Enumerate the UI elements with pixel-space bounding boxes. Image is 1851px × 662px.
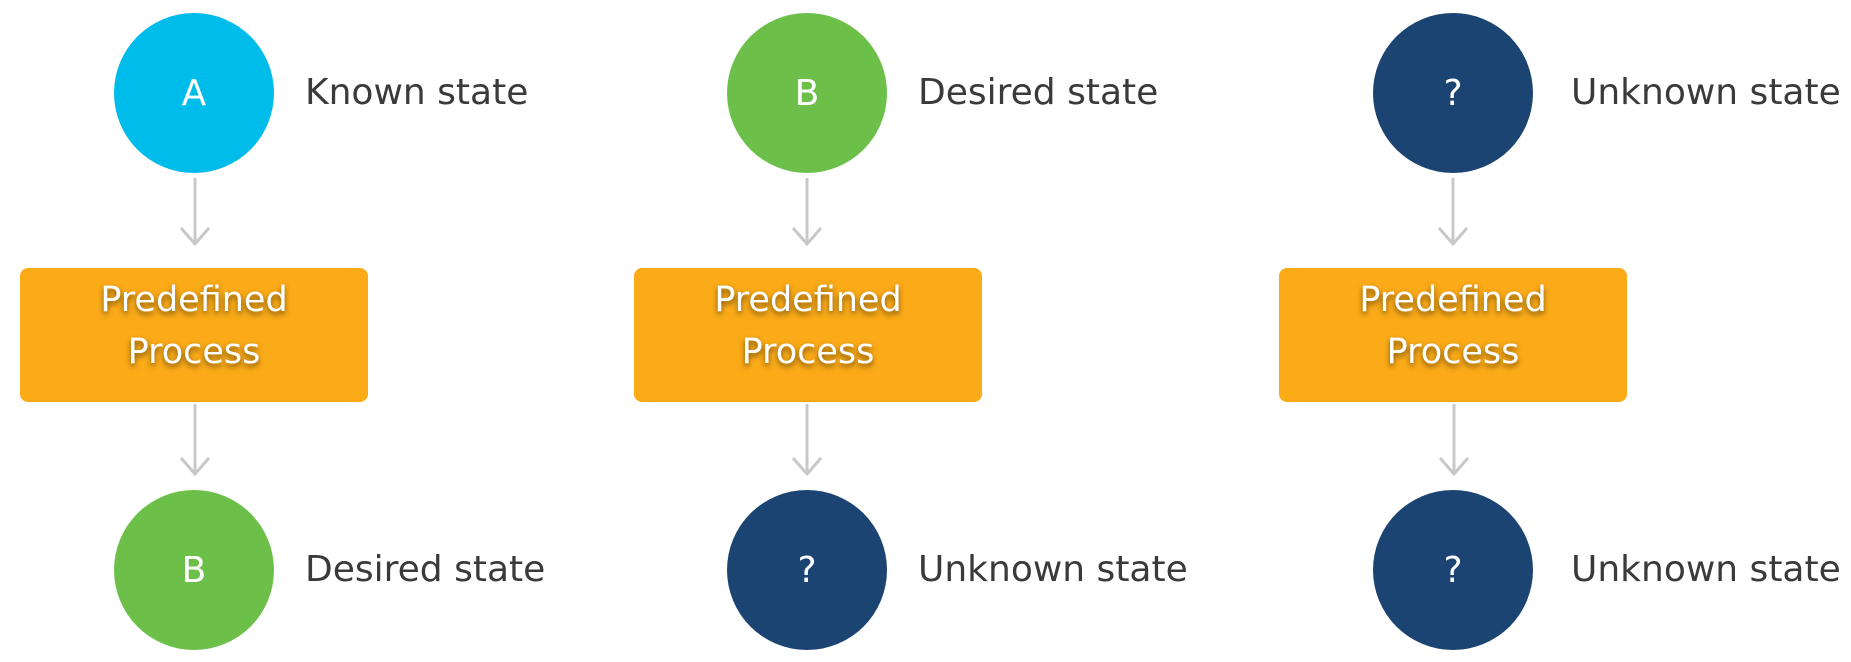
flow-3-top-state-symbol: ? [1443,72,1463,114]
flow-3-bottom-state-label: Unknown state [1571,549,1841,590]
flow-1-top-state-node: A [114,13,274,173]
flow-1-bottom-state-label: Desired state [305,549,546,590]
flow-2-top-state-symbol: B [794,72,820,114]
flow-1-top-state-symbol: A [181,72,207,114]
flow-2-bottom-state-symbol: ? [797,549,817,591]
flow-3-arrow-bottom [1438,404,1470,477]
flow-2-bottom-state-node: ? [727,490,887,650]
flow-3-process-box: Predefined Process [1279,268,1627,402]
flow-1-process-line1: Predefined [100,280,288,320]
flow-1-top-state-label: Known state [305,72,529,113]
flow-3-bottom-state-symbol: ? [1443,549,1463,591]
flow-3-bottom-state-node: ? [1373,490,1533,650]
flow-2-arrow-top [791,178,823,247]
flow-1-process-box: Predefined Process [20,268,368,402]
flow-1-arrow-top [179,178,211,247]
flow-2-top-state-label: Desired state [918,72,1159,113]
flow-3-top-state-node: ? [1373,13,1533,173]
flow-2-process-line1: Predefined [714,280,902,320]
flow-3-arrow-top [1437,178,1469,247]
flow-2-bottom-state-label: Unknown state [918,549,1188,590]
flow-1-process-line2: Process [127,332,261,372]
flow-1-bottom-state-node: B [114,490,274,650]
flow-1-bottom-state-symbol: B [181,549,207,591]
flow-2-arrow-bottom [791,404,823,477]
flow-3-process-line1: Predefined [1359,280,1547,320]
flow-3-process-line2: Process [1386,332,1520,372]
flow-2-process-box: Predefined Process [634,268,982,402]
flow-1-arrow-bottom [179,404,211,477]
flow-2-top-state-node: B [727,13,887,173]
flow-3-top-state-label: Unknown state [1571,72,1841,113]
flow-2-process-line2: Process [741,332,875,372]
